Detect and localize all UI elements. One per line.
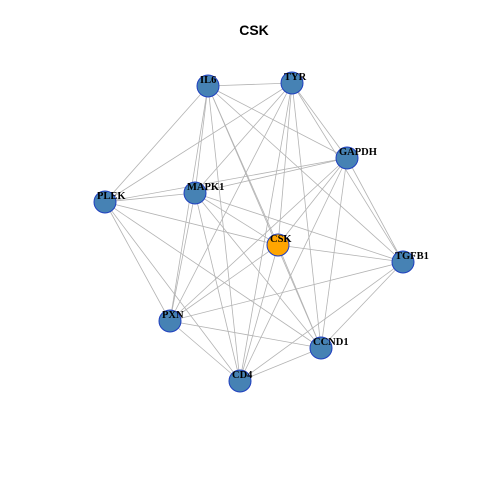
edge-plek-cd4	[104, 201, 241, 382]
edge-mapk1-cd4	[194, 192, 241, 382]
edge-il6-pxn	[169, 85, 209, 322]
edge-ccnd1-cd4	[239, 347, 322, 382]
edge-il6-cd4	[207, 85, 241, 382]
edges-layer	[104, 82, 404, 382]
node-circle-gapdh	[335, 146, 359, 170]
edge-tyr-mapk1	[194, 82, 293, 194]
node-gapdh: GAPDH	[335, 146, 377, 170]
edge-pxn-ccnd1	[169, 320, 322, 349]
edge-gapdh-mapk1	[194, 157, 348, 194]
edge-plek-ccnd1	[104, 201, 322, 349]
node-circle-il6	[196, 74, 220, 98]
edge-gapdh-csk	[277, 157, 348, 246]
node-label-il6: IL6	[200, 75, 216, 86]
edge-il6-gapdh	[207, 85, 348, 159]
node-label-tgfb1: TGFB1	[395, 251, 429, 262]
node-csk: CSK	[266, 233, 292, 257]
node-label-plek: PLEK	[97, 191, 126, 202]
node-label-csk: CSK	[270, 234, 292, 245]
edge-il6-ccnd1	[207, 85, 322, 349]
edge-plek-csk	[104, 201, 279, 246]
node-ccnd1: CCND1	[309, 336, 349, 360]
edge-csk-tgfb1	[277, 244, 404, 263]
edge-tgfb1-cd4	[239, 261, 404, 382]
node-il6: IL6	[196, 74, 220, 98]
edge-csk-pxn	[169, 244, 279, 322]
edge-pxn-cd4	[169, 320, 241, 382]
edge-tyr-csk	[277, 82, 293, 246]
edge-il6-mapk1	[194, 85, 209, 194]
edge-il6-tyr	[207, 82, 293, 87]
edge-tgfb1-pxn	[169, 261, 404, 322]
edge-plek-pxn	[104, 201, 171, 322]
edge-mapk1-csk	[194, 192, 279, 246]
edge-tgfb1-ccnd1	[320, 261, 404, 349]
node-circle-pxn	[158, 309, 182, 333]
node-cd4: CD4	[228, 369, 253, 393]
node-circle-mapk1	[183, 181, 207, 205]
node-tyr: TYR	[280, 71, 307, 95]
node-label-gapdh: GAPDH	[339, 147, 377, 158]
node-circle-tyr	[280, 71, 304, 95]
edge-tyr-gapdh	[291, 82, 348, 159]
node-circle-ccnd1	[309, 336, 333, 360]
node-label-tyr: TYR	[284, 72, 307, 83]
edge-gapdh-pxn	[169, 157, 348, 322]
diagram-title: CSK	[239, 22, 269, 38]
node-circle-csk	[266, 233, 290, 257]
node-plek: PLEK	[93, 190, 126, 214]
edge-csk-cd4	[239, 244, 279, 382]
node-circle-tgfb1	[391, 250, 415, 274]
edge-il6-tgfb1	[207, 85, 404, 263]
node-label-cd4: CD4	[232, 370, 253, 381]
edge-mapk1-pxn	[169, 192, 196, 322]
node-label-mapk1: MAPK1	[187, 182, 224, 193]
edge-csk-ccnd1	[277, 244, 322, 349]
edge-tyr-plek	[104, 82, 293, 203]
edge-mapk1-tgfb1	[194, 192, 404, 263]
edge-mapk1-ccnd1	[194, 192, 322, 349]
edge-tyr-ccnd1	[291, 82, 322, 349]
node-label-ccnd1: CCND1	[313, 337, 349, 348]
edge-tyr-tgfb1	[291, 82, 404, 263]
edge-gapdh-tgfb1	[346, 157, 404, 263]
node-mapk1: MAPK1	[183, 181, 224, 205]
node-label-pxn: PXN	[162, 310, 184, 321]
node-tgfb1: TGFB1	[391, 250, 429, 274]
edge-gapdh-plek	[104, 157, 348, 203]
edge-gapdh-cd4	[239, 157, 348, 382]
edge-tyr-pxn	[169, 82, 293, 322]
edge-tyr-cd4	[239, 82, 293, 382]
node-circle-cd4	[228, 369, 252, 393]
edge-plek-mapk1	[104, 192, 196, 203]
node-circle-plek	[93, 190, 117, 214]
node-pxn: PXN	[158, 309, 184, 333]
edge-il6-plek	[104, 85, 209, 203]
